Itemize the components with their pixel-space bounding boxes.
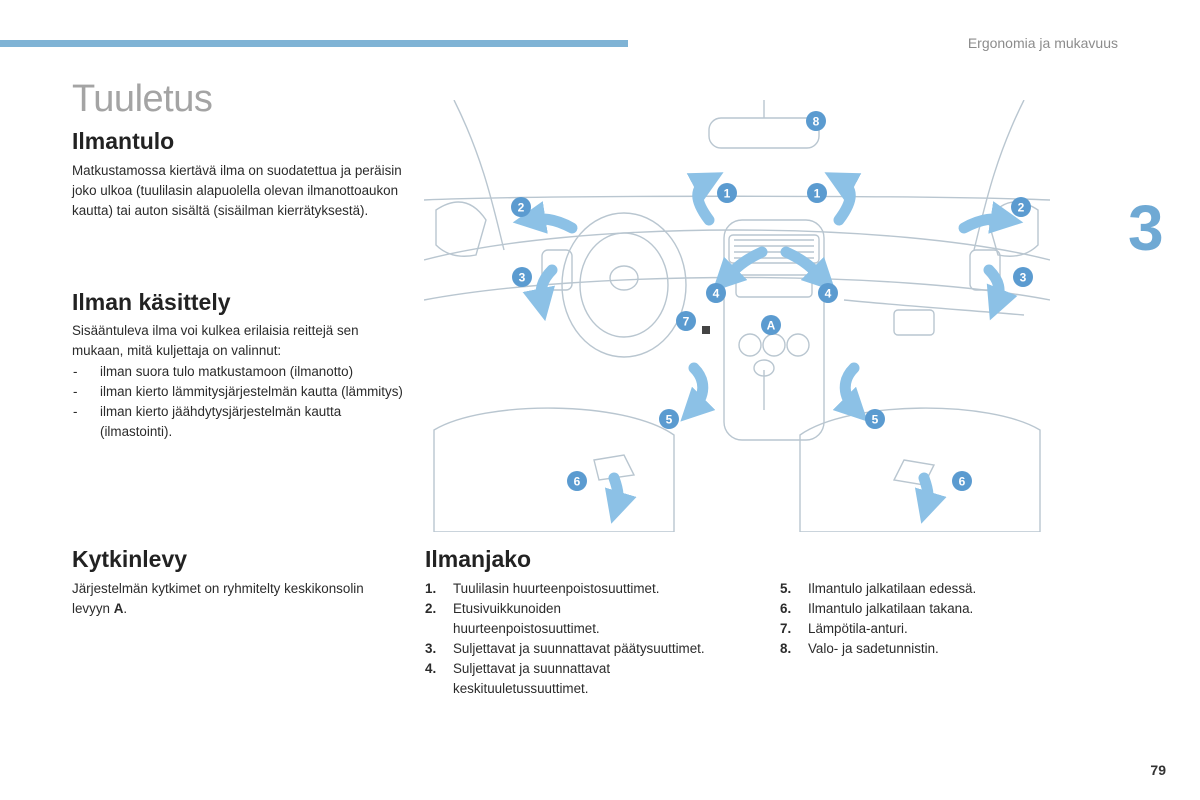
section-header: Ergonomia ja mukavuus	[967, 35, 1118, 51]
list-item: 1.Tuulilasin huurteenpoistosuuttimet.	[425, 581, 660, 596]
badge-2-left: 2	[511, 197, 531, 217]
svg-text:3: 3	[1020, 271, 1027, 285]
list-item: 6.Ilmantulo jalkatilaan takana.	[780, 601, 974, 616]
list-item: 4.Suljettavat ja suunnattavat keskituule…	[425, 661, 611, 696]
svg-text:8: 8	[813, 115, 820, 129]
list-item: 2.Etusivuikkunoiden huurteenpoistosuutti…	[425, 601, 600, 636]
svg-text:1: 1	[814, 187, 821, 201]
list-item: 7.Lämpötila-anturi.	[780, 621, 908, 636]
badge-3-left: 3	[512, 267, 532, 287]
temperature-sensor-icon	[702, 326, 710, 334]
ilmantulo-text: Matkustamossa kiertävä ilma on suodatett…	[72, 163, 402, 218]
heading-ilmantulo: Ilmantulo	[72, 128, 175, 154]
heading-ilmanjako: Ilmanjako	[425, 546, 532, 572]
badge-5-left: 5	[659, 409, 679, 429]
svg-text:4: 4	[825, 287, 832, 301]
badge-2-right: 2	[1011, 197, 1031, 217]
svg-text:4: 4	[713, 287, 720, 301]
heading-ilman-kasittely: Ilman käsittely	[72, 289, 231, 315]
ilmanjako-list-left: 1.Tuulilasin huurteenpoistosuuttimet. 2.…	[425, 579, 760, 699]
list-item: 8.Valo- ja sadetunnistin.	[780, 641, 939, 656]
badge-6-right: 6	[952, 471, 972, 491]
svg-text:6: 6	[959, 475, 966, 489]
header-accent-bar	[0, 40, 628, 47]
list-item: 3.Suljettavat ja suunnattavat päätysuutt…	[425, 641, 705, 656]
badge-1-right: 1	[807, 183, 827, 203]
page-title: Tuuletus	[72, 78, 213, 120]
page-number: 79	[1150, 762, 1166, 778]
badge-7: 7	[676, 311, 696, 331]
badge-1-left: 1	[717, 183, 737, 203]
ventilation-diagram: 1 1 2 2 3 3 4 4 5 5 6 6 7 8 A	[424, 100, 1050, 532]
svg-text:A: A	[767, 319, 776, 333]
badge-4-left: 4	[706, 283, 726, 303]
badge-3-right: 3	[1013, 267, 1033, 287]
svg-text:5: 5	[872, 413, 879, 427]
list-item: -ilman suora tulo matkustamoon (ilmanott…	[73, 364, 354, 379]
chapter-number: 3	[1128, 192, 1164, 264]
svg-text:2: 2	[1018, 201, 1025, 215]
svg-text:3: 3	[519, 271, 526, 285]
airflow-arrows	[512, 172, 1024, 524]
svg-text:7: 7	[683, 315, 690, 329]
ilmanjako-list-right: 5.Ilmantulo jalkatilaan edessä. 6.Ilmant…	[780, 579, 1040, 659]
list-item: -ilman kierto jäähdytysjärjestelmän kaut…	[73, 404, 342, 439]
kytkinlevy-text: Järjestelmän kytkimet on ryhmitelty kesk…	[72, 581, 364, 616]
list-item: 5.Ilmantulo jalkatilaan edessä.	[780, 581, 977, 596]
svg-text:6: 6	[574, 475, 581, 489]
svg-text:2: 2	[518, 201, 525, 215]
svg-text:1: 1	[724, 187, 731, 201]
badge-a: A	[761, 315, 781, 335]
dashboard-outline	[424, 100, 1050, 532]
badge-8: 8	[806, 111, 826, 131]
badge-5-right: 5	[865, 409, 885, 429]
svg-text:5: 5	[666, 413, 673, 427]
heading-kytkinlevy: Kytkinlevy	[72, 546, 188, 572]
list-item: -ilman kierto lämmitysjärjestelmän kautt…	[73, 384, 403, 399]
badge-6-left: 6	[567, 471, 587, 491]
kasittely-intro: Sisääntuleva ilma voi kulkea erilaisia r…	[72, 323, 359, 358]
kasittely-list: -ilman suora tulo matkustamoon (ilmanott…	[72, 362, 412, 442]
badge-4-right: 4	[818, 283, 838, 303]
